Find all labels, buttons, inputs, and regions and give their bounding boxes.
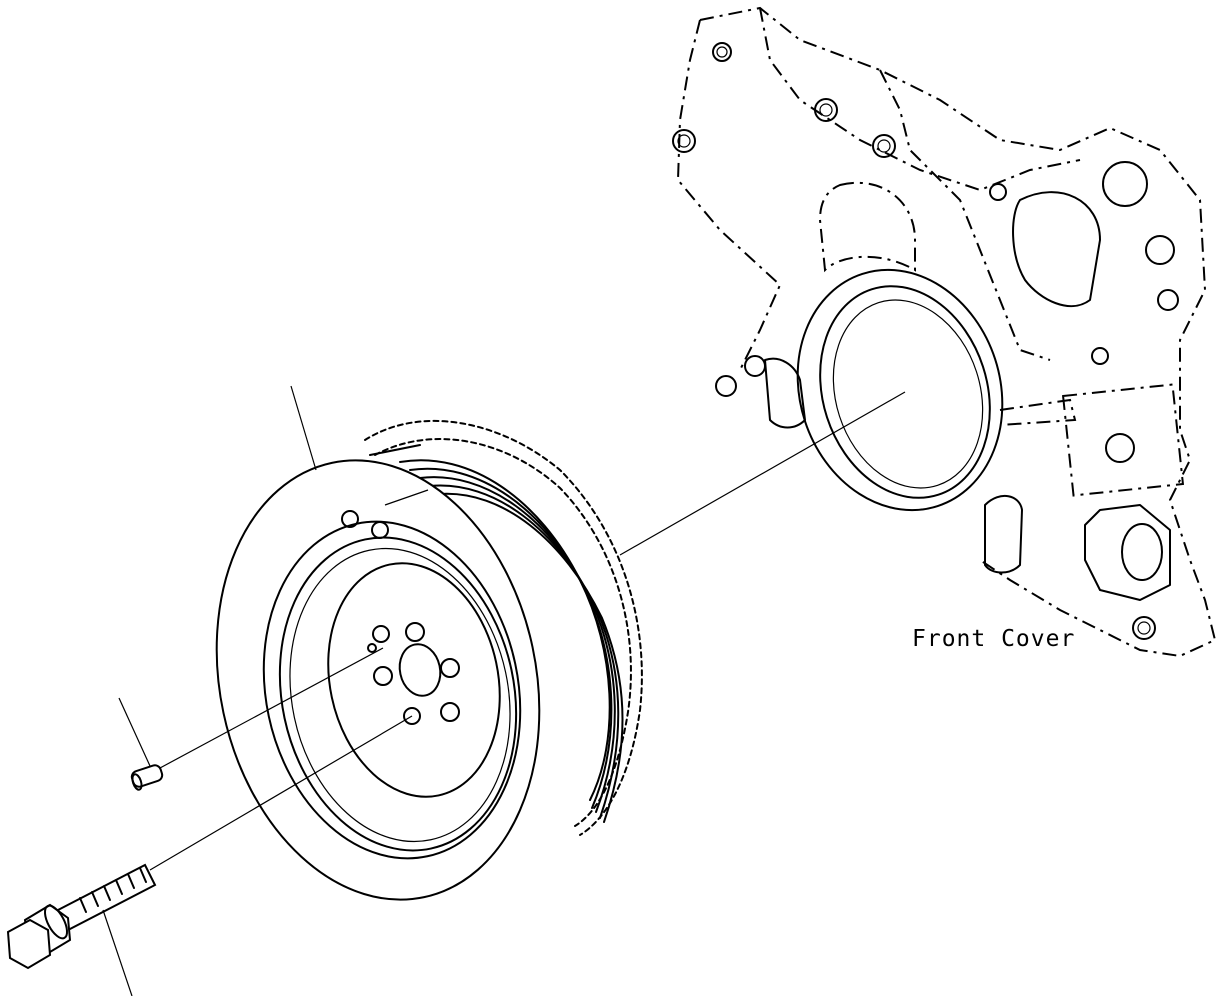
front-cover-label: Front Cover (912, 626, 1076, 652)
mounting-bolt-drawing (6, 863, 157, 970)
front-cover-drawing (672, 6, 1217, 658)
alignment-lines (102, 385, 906, 996)
dowel-pin-drawing (130, 764, 164, 791)
crankshaft-pulley-damper-drawing (215, 420, 643, 901)
